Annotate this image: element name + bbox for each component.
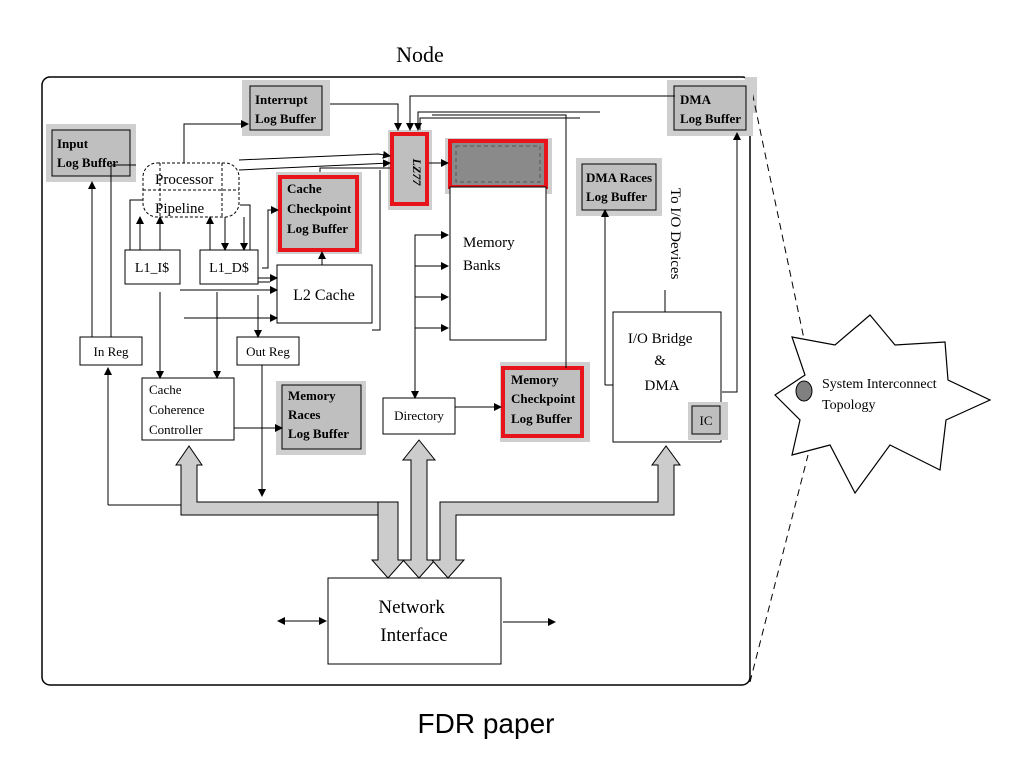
dma-races-log-buffer: DMA Races Log Buffer xyxy=(576,158,662,216)
svg-text:DMA Log Buffer: DMA Log Buffer xyxy=(680,92,741,126)
svg-text:Processor Pipeline: Processor Pipeline xyxy=(155,172,217,217)
system-bus xyxy=(175,439,681,579)
cache-coherence-label: Cache Coherence Controller xyxy=(149,382,208,437)
node-boundary xyxy=(41,76,751,686)
in-reg-label: In Reg xyxy=(93,344,129,359)
l2-cache xyxy=(276,264,373,324)
interconnect-label: System Interconnect Topology xyxy=(822,377,940,413)
memory-races-log-buffer: Memory Races Log Buffer xyxy=(276,381,366,455)
network-interface-label: Network Interface xyxy=(378,597,449,646)
out-reg-label: Out Reg xyxy=(246,344,290,359)
cache-checkpoint-log-buffer: Cache Checkpoint Log Buffer xyxy=(276,172,362,254)
out-reg xyxy=(236,336,300,366)
l1-dcache xyxy=(199,249,259,285)
svg-text:Interrupt Log Buffer: Interrupt Log Buffer xyxy=(255,92,316,126)
l1-icache xyxy=(124,249,181,285)
dma-log-buffer: DMA Log Buffer xyxy=(667,80,753,136)
svg-text:I/O Bridge & DMA: I/O Bridge & DMA xyxy=(628,331,696,394)
node-title: Node xyxy=(396,42,444,67)
memory-banks-label: Memory Banks xyxy=(463,235,518,274)
lz77-compressor: LZ77 xyxy=(388,130,432,210)
interconnect-cloud xyxy=(774,314,992,495)
l1-dcache-label: L1_D$ xyxy=(209,261,249,276)
caption: FDR paper xyxy=(418,708,555,739)
svg-text:Memory Races Log B: Memory Races Log Buffer xyxy=(288,388,349,441)
interconnect-node xyxy=(795,380,813,402)
io-bridge-dma: I/O Bridge & DMA IC xyxy=(612,311,728,443)
processor-pipeline: Processor Pipeline xyxy=(142,162,240,218)
interrupt-log-buffer: Interrupt Log Buffer xyxy=(242,80,330,136)
zoom-line-top xyxy=(749,81,809,359)
to-io-devices-label: To I/O Devices xyxy=(667,188,683,280)
directory-label: Directory xyxy=(394,408,444,423)
input-log-buffer: Input Log Buffer xyxy=(46,124,136,182)
cache-coherence-controller xyxy=(141,377,235,441)
l1-icache-label: L1_I$ xyxy=(135,261,169,276)
memory-checkpoint-log-buffer: Memory Checkpoint Log Buffer xyxy=(500,362,590,442)
svg-text:IC: IC xyxy=(700,413,713,428)
memory-banks xyxy=(449,186,547,341)
wires xyxy=(88,95,741,626)
network-interface xyxy=(327,577,502,665)
in-reg xyxy=(79,336,143,366)
svg-text:Memory Checkpoint: Memory Checkpoint Log Buffer xyxy=(511,372,579,426)
directory xyxy=(382,397,456,435)
zoom-line-bottom xyxy=(749,454,809,683)
l2-cache-label: L2 Cache xyxy=(293,287,355,304)
svg-text:DMA Races Log Buffer: DMA Races Log Buffer xyxy=(586,170,655,204)
checkpoint-memory-region xyxy=(445,138,552,194)
svg-text:LZ77: LZ77 xyxy=(410,158,424,187)
svg-text:Input Log Buffer: Input Log Buffer xyxy=(57,136,118,170)
svg-text:Cache Checkpoint L: Cache Checkpoint Log Buffer xyxy=(287,181,355,236)
